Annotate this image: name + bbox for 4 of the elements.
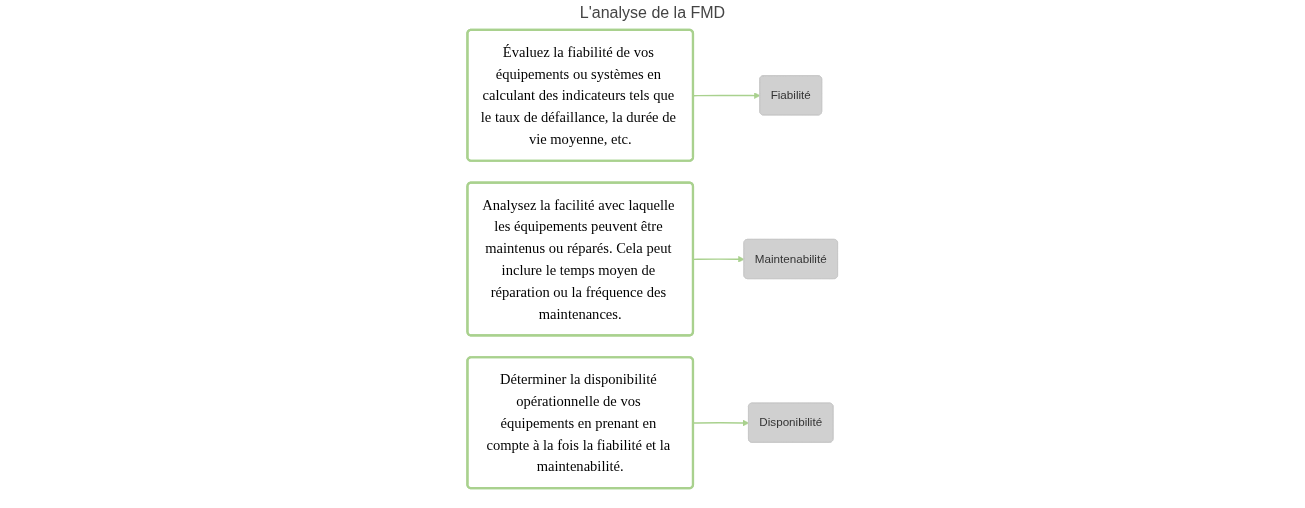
arrow (692, 419, 750, 427)
panel-title: L'analyse de la FMD (578, 4, 727, 22)
arrow (692, 256, 745, 263)
arrow (692, 92, 761, 99)
